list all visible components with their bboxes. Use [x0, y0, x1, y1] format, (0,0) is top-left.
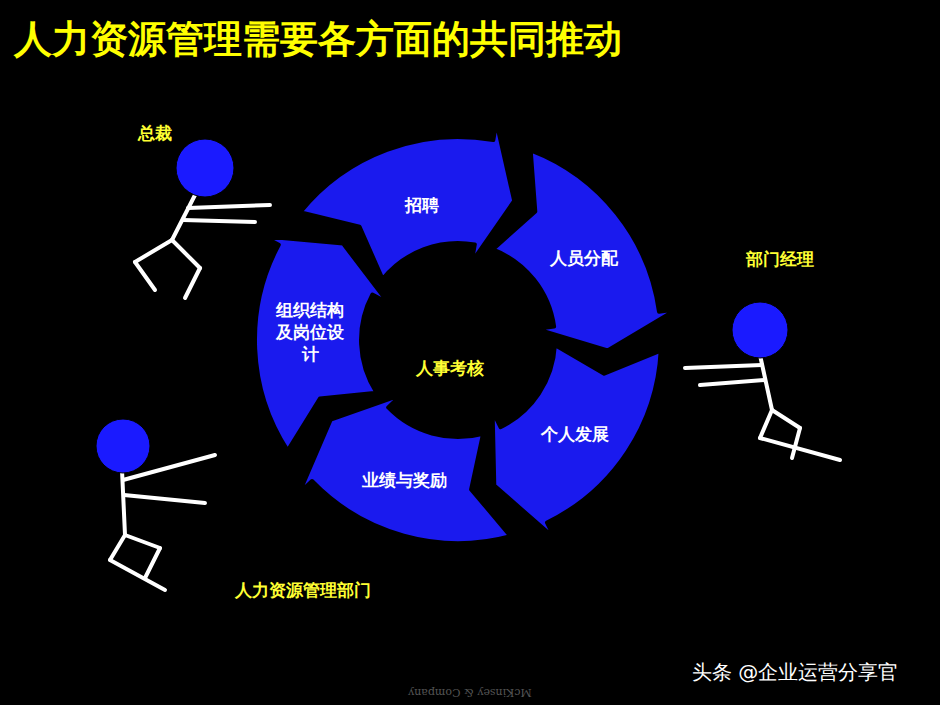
step-label: 人员分配	[550, 247, 618, 269]
slide-title: 人力资源管理需要各方面的共同推动	[14, 14, 622, 65]
cycle-step: 个人发展	[541, 423, 609, 445]
cycle-step: 组织结构及岗位设计	[272, 299, 348, 365]
cycle-step: 业绩与奖励	[362, 469, 447, 491]
watermark: McKinsey & Company	[408, 686, 532, 699]
stick-heads	[96, 139, 788, 473]
watermark: 头条 @企业运营分享官	[692, 659, 898, 686]
cycle-arrow	[493, 151, 677, 351]
figure-label: 总裁	[138, 122, 172, 145]
step-label: 招聘	[405, 194, 439, 216]
cycle-step: 人员分配	[550, 247, 618, 269]
cycle-arrow	[255, 236, 388, 450]
cycle-arrow	[493, 345, 661, 538]
step-label: 业绩与奖励	[362, 469, 447, 491]
center-label: 人事考核	[416, 357, 484, 380]
step-label: 个人发展	[541, 423, 609, 445]
stick-figures	[110, 195, 840, 590]
cycle-ring	[255, 122, 677, 543]
cycle-step: 招聘	[405, 194, 439, 216]
figure-label: 部门经理	[746, 248, 814, 271]
figure-label: 人力资源管理部门	[235, 579, 371, 602]
cycle-arrow	[299, 395, 511, 543]
step-label: 组织结构及岗位设计	[272, 299, 348, 365]
